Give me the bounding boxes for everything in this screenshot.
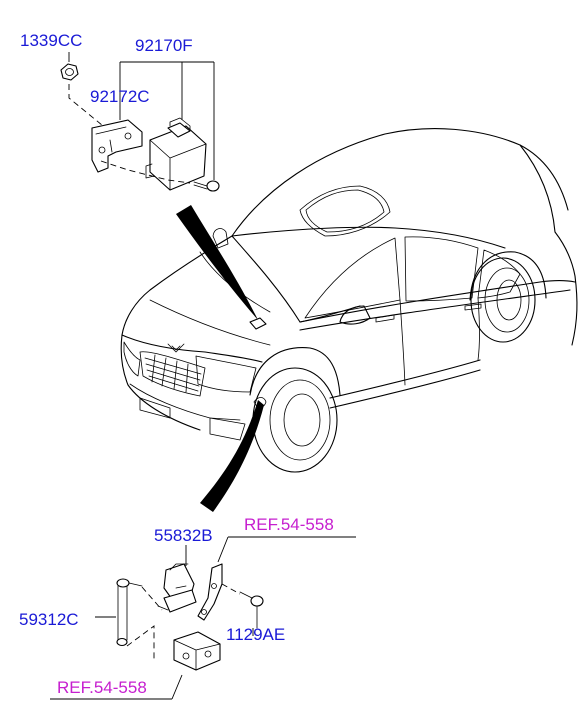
- label-92170F: 92170F: [135, 36, 193, 55]
- bolt-icon: [239, 591, 264, 629]
- label-92172C: 92172C: [90, 87, 150, 106]
- label-59312C: 59312C: [19, 610, 79, 629]
- level-sensor-icon: [157, 563, 197, 613]
- label-ref-bottom: REF.54-558: [57, 678, 147, 697]
- label-1129AE: 1129AE: [226, 625, 285, 644]
- screw-icon: [193, 180, 220, 192]
- bracket-icon: [91, 119, 143, 173]
- sensor-bracket-icon: [197, 563, 223, 621]
- module-assembly: [60, 52, 220, 192]
- pointer-arrow-upper: [176, 205, 258, 320]
- link-rod-icon: [116, 578, 143, 647]
- nut-icon: [60, 63, 79, 81]
- car-illustration: [120, 128, 578, 473]
- module-icon: [145, 117, 207, 191]
- pointer-arrow-lower: [200, 400, 264, 512]
- label-1339CC: 1339CC: [20, 31, 82, 50]
- label-55832B: 55832B: [154, 526, 213, 545]
- sensor-assembly: [50, 536, 356, 700]
- lower-bracket-icon: [173, 631, 221, 671]
- label-ref-top: REF.54-558: [244, 515, 334, 534]
